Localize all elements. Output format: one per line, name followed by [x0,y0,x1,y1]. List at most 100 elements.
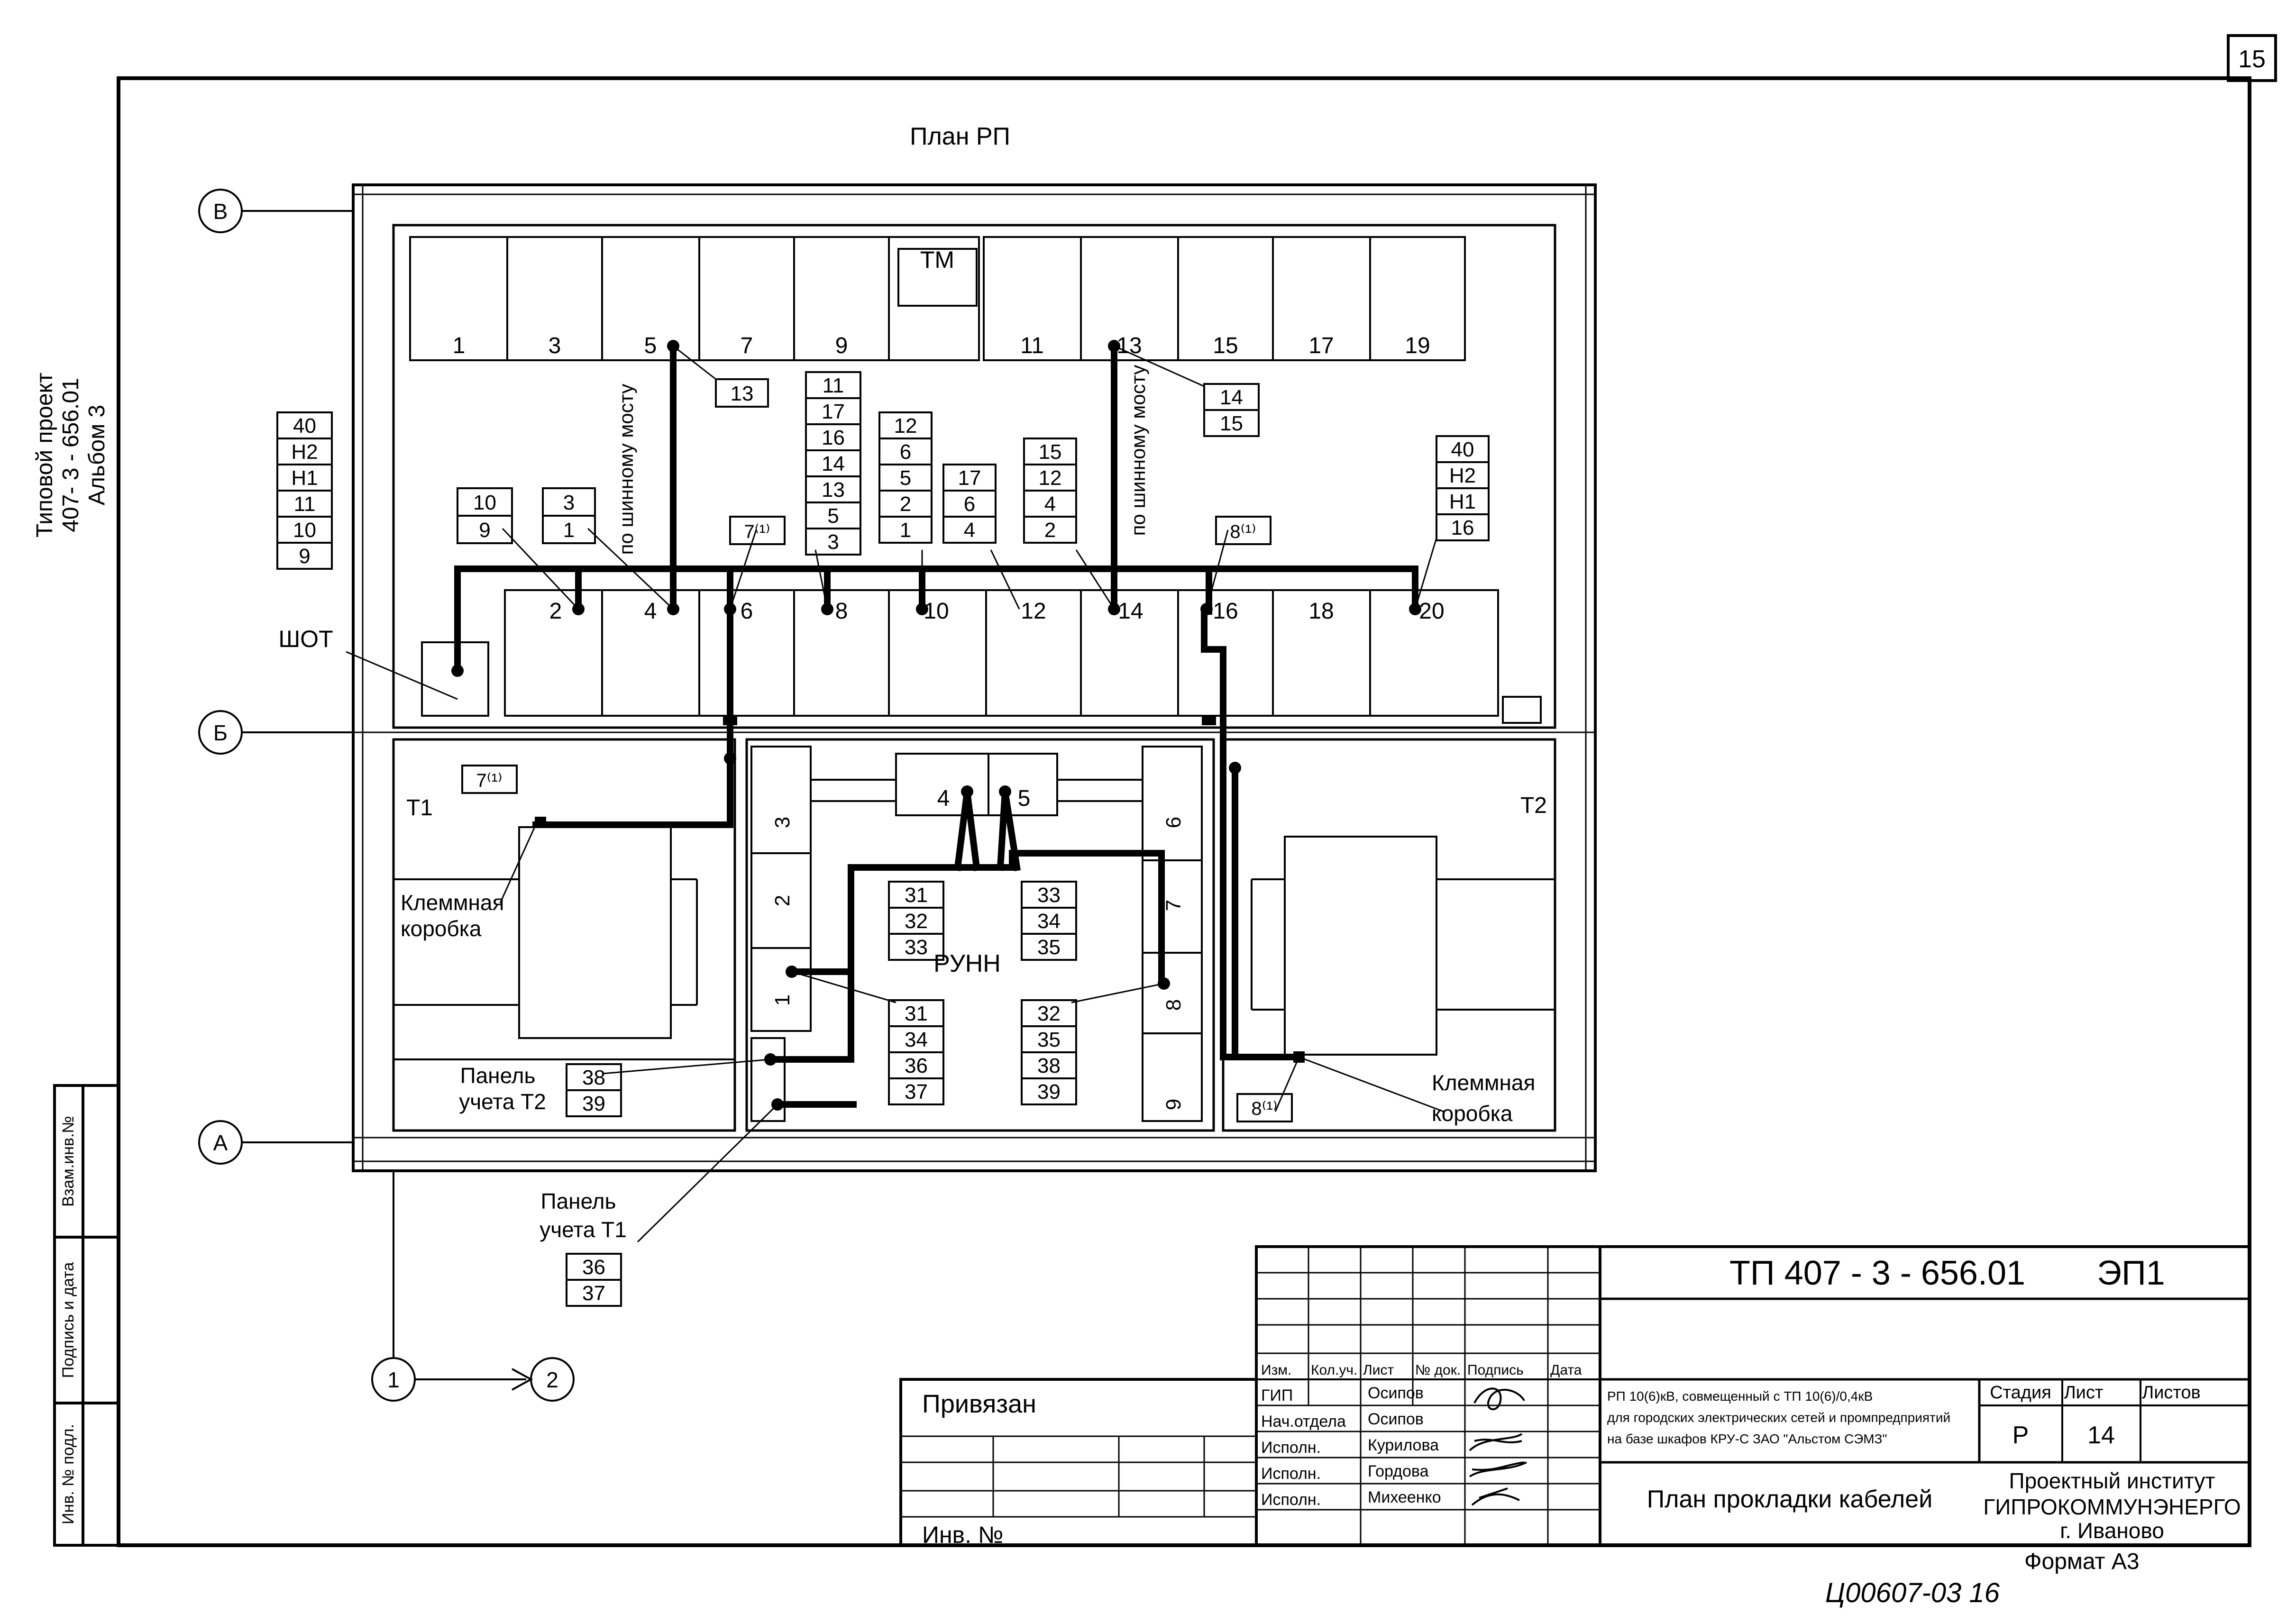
staff-role: Исполн. [1261,1491,1321,1509]
revision-column-header: Лист [1363,1362,1394,1378]
cable-list-cell [566,1279,622,1307]
cable-terminal-dot [724,752,736,765]
staff-role: Исполн. [1261,1465,1321,1483]
cable-number: 4 [1044,492,1056,516]
revision-column-header: № док. [1415,1362,1461,1378]
mark-7-t1: 7⁽¹⁾ [476,770,502,791]
top-cabinet-number: 17 [1308,333,1334,358]
stage-header: Стадия [1990,1383,2051,1403]
cable-number: 31 [905,884,928,907]
side-stamp-line-3: Альбом 3 [84,405,110,505]
building [352,183,1597,1172]
busway-label-left: по шинному мосту [615,384,637,555]
cable-number: 16 [1451,516,1474,539]
runn-right-cabinet-number: 6 [1162,817,1185,828]
staff-name: Михеенко [1368,1488,1441,1506]
cable-number: 17 [958,466,981,490]
doc-code: ТП 407 - 3 - 656.01 [1729,1254,2025,1292]
bottom-cabinet-number: 12 [1021,599,1046,624]
title-block [899,1245,2251,1547]
top-cabinet-number: 15 [1213,333,1238,358]
top-cabinet-row [409,236,1466,361]
bottom-cabinet-number: 10 [924,599,949,624]
staff-role: Исполн. [1261,1439,1321,1457]
bottom-cabinet-number: 16 [1213,599,1238,624]
top-cabinet-number: 3 [549,333,561,358]
revision-column-header: Подпись [1467,1362,1524,1378]
cable-list-cell [457,515,513,544]
cable-number: 13 [822,478,845,501]
cable-list-cell [1436,513,1490,541]
top-cabinet-number: 9 [835,333,848,358]
runn-right-cabinet-number: 8 [1162,999,1185,1011]
mark-8-t2: 8⁽¹⁾ [1251,1098,1277,1119]
axis-label-a: А [213,1131,228,1155]
cable-list-c5: 13 [715,378,769,408]
axis-label-1: 1 [387,1368,400,1392]
desc-line-2: для городских электрических сетей и пром… [1607,1410,1950,1425]
cable-number: 5 [900,466,911,490]
cable-number: 3 [563,491,575,514]
runn-label: РУНН [933,950,1001,977]
wall-penetration [1202,717,1216,725]
plan-title: План РП [910,123,1010,150]
bottom-cabinet-number: 8 [835,599,848,624]
org-line-1: Проектный институт [2009,1468,2215,1493]
cable-number: 1 [563,519,575,542]
terminal-box-t1-l1: Клеммная [401,890,504,915]
sheets-header: Листов [2142,1383,2200,1403]
staff-role: Нач.отдела [1261,1413,1346,1431]
runn-left-cabinet-number: 2 [771,895,794,906]
axis-label-v: В [213,199,228,224]
panel-t1-l2: учета Т1 [540,1217,627,1242]
cable-number: 36 [582,1256,605,1279]
cable-number: 14 [822,452,845,475]
cable-number: 40 [1451,438,1474,461]
cable-list-cell [805,528,861,556]
revision-column-header: Изм. [1261,1362,1291,1378]
shot-label: ШОТ [278,626,333,652]
cable-routes [454,343,1418,1108]
cable-number: 3 [827,530,839,554]
cable-number: 37 [582,1282,605,1305]
cable-number: Н2 [1449,464,1476,487]
bottom-cabinet-number: 6 [741,599,753,624]
cable-list-cell [1203,409,1260,437]
busway-label-right: по шинному мосту [1127,365,1149,536]
staff-name: Гордова [1368,1462,1429,1480]
bottom-cabinet-number: 20 [1419,599,1444,624]
bottom-cabinet-number: 14 [1118,599,1143,624]
sheet-header: Лист [2064,1383,2104,1403]
bottom-cabinet-number: 2 [549,599,562,624]
cable-number: 10 [293,519,316,542]
bottom-cabinet-number: 4 [644,599,657,624]
cable-number: 36 [905,1054,928,1077]
org-line-3: г. Иваново [2060,1518,2164,1543]
doc-sheet-code: ЭП1 [2097,1254,2165,1292]
cable-list-cell [276,542,333,570]
runn-left-cabinet-number: 1 [771,994,794,1006]
cable-list-c2: 109 [457,487,513,544]
axis-label-b: Б [213,720,228,745]
cable-number: 13 [731,382,754,405]
cable-number: 17 [822,400,845,423]
transformer-t1 [393,826,735,1060]
cable-list-cell [1021,1077,1077,1105]
top-cabinet-number: 19 [1405,333,1430,358]
cable-number: 40 [293,414,316,438]
cable-number: 34 [905,1028,928,1051]
axis-markers [198,189,575,1402]
cable-list-cell [566,1089,622,1117]
cable-terminal-dot [451,665,464,677]
runn-right-cabinet-number: 9 [1162,1099,1185,1110]
cable-number: 6 [900,440,911,464]
